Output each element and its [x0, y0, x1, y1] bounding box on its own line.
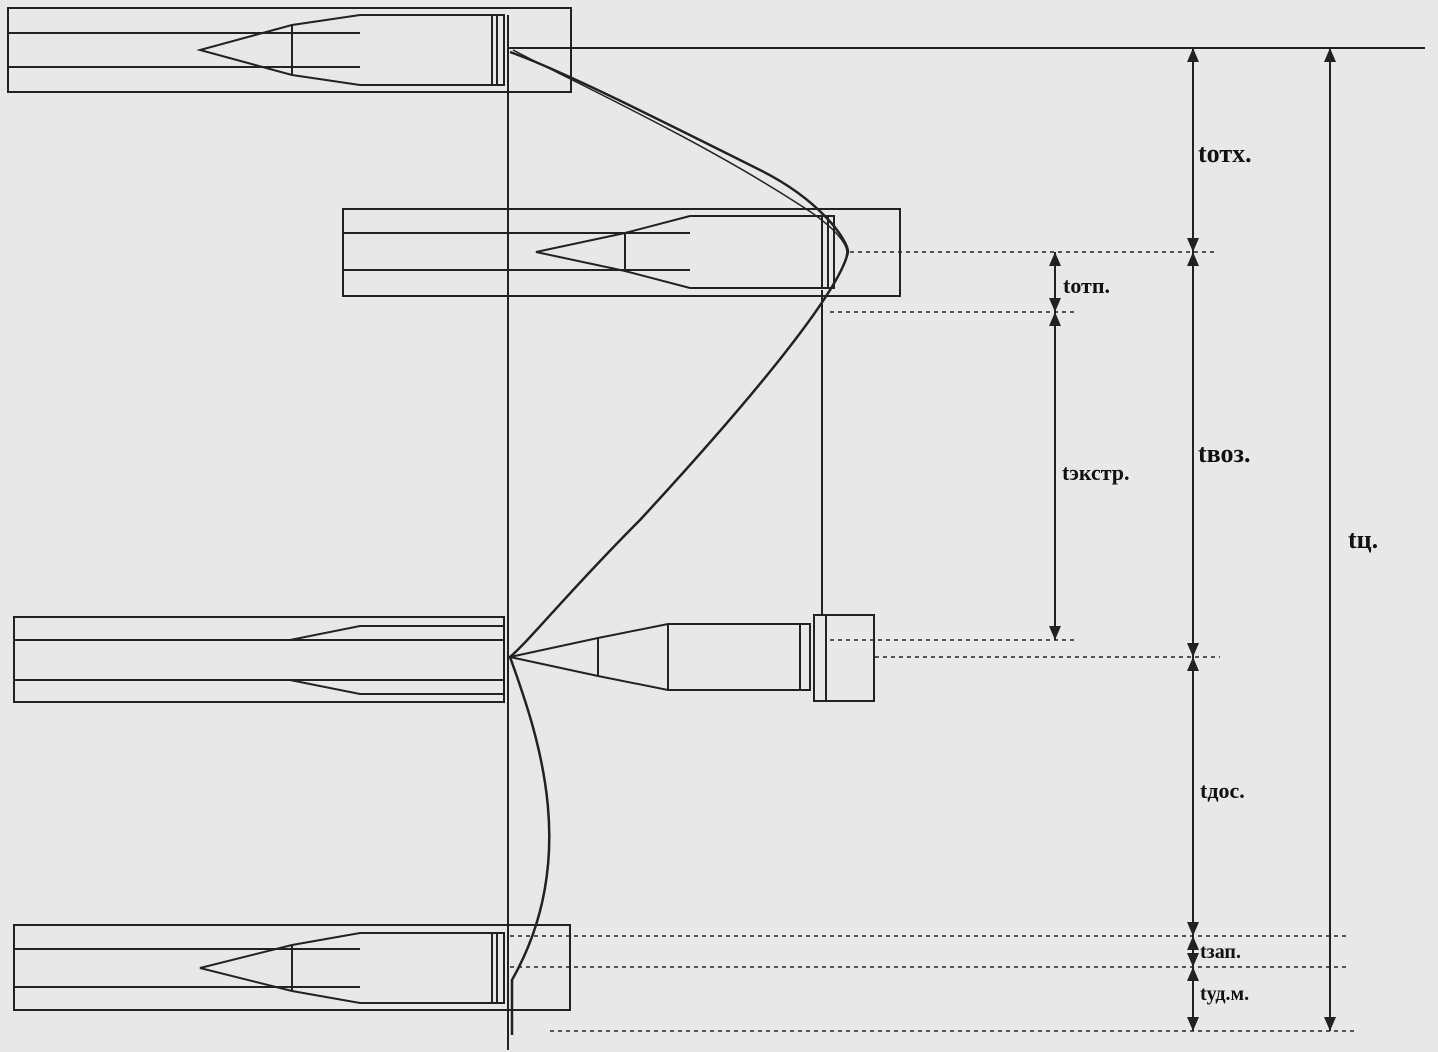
dimension-arrows	[1049, 48, 1336, 1031]
label-t-voz: tвоз.	[1198, 439, 1250, 468]
barrel-position-1	[7, 7, 572, 93]
bolt-travel-curve	[508, 50, 850, 1035]
label-t-otp: tотп.	[1063, 273, 1110, 298]
barrel-position-2	[342, 208, 901, 297]
label-t-zap: tзап.	[1200, 941, 1241, 963]
label-t-ekstr: tэкстр.	[1062, 460, 1130, 485]
label-t-dos: tдос.	[1200, 778, 1245, 803]
label-t-ud-m: tуд.м.	[1200, 983, 1249, 1005]
level-lines	[510, 251, 1355, 1032]
label-t-ts: tц.	[1348, 525, 1378, 554]
label-t-otkh: tотх.	[1198, 139, 1252, 168]
